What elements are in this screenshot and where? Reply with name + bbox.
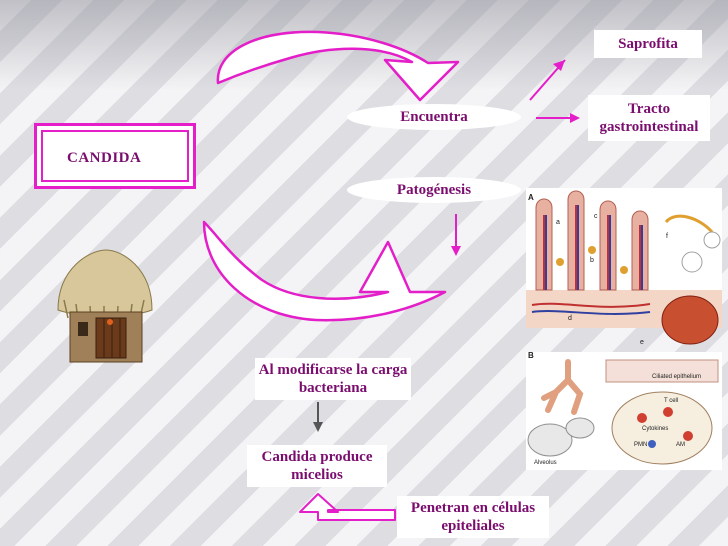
candida-mushroom-illustration — [57, 249, 153, 363]
micelios-node: Candida produce micelios — [247, 445, 387, 487]
lung-alveolus-illustration — [526, 352, 722, 470]
alveolus-label: Alveolus — [534, 460, 557, 466]
panel-b-label: B — [528, 351, 534, 360]
patogenesis-node: Patogénesis — [347, 177, 521, 203]
penetran-node: Penetran en células epiteliales — [397, 496, 549, 538]
saprofita-node: Saprofita — [594, 30, 702, 58]
candida-box-frame — [34, 123, 196, 189]
fig-label-a: a — [556, 219, 560, 226]
arrowhead — [553, 60, 565, 71]
arrowhead — [570, 113, 580, 123]
fig-label-d: d — [568, 315, 572, 322]
candida-box-inner — [41, 130, 189, 182]
intestine-villi-illustration — [526, 188, 722, 345]
encuentra-node: Encuentra — [347, 104, 521, 130]
fig-label-e: e — [640, 339, 644, 346]
tracto-node: Tracto gastrointestinal — [588, 95, 710, 141]
cytokines-label: Cytokines — [642, 426, 668, 432]
fig-label-b: b — [590, 257, 594, 264]
candida-label: CANDIDA — [67, 150, 142, 166]
arrowhead — [451, 246, 461, 256]
bent-return-arrow — [299, 493, 396, 521]
ciliated-label: Ciliated epithelium — [652, 374, 701, 380]
top-curved-arrow — [216, 30, 460, 102]
fig-label-f: f — [666, 233, 668, 240]
fig-label-c: c — [594, 213, 598, 220]
pmn-label: PMN — [634, 442, 647, 448]
am-label: AM — [676, 442, 685, 448]
arrowhead — [313, 422, 323, 432]
modificarse-node: Al modificarse la carga bacteriana — [255, 358, 411, 400]
bottom-curved-arrow — [202, 220, 447, 322]
panel-a-label: A — [528, 193, 534, 202]
t-cell-label: T cell — [664, 398, 678, 404]
